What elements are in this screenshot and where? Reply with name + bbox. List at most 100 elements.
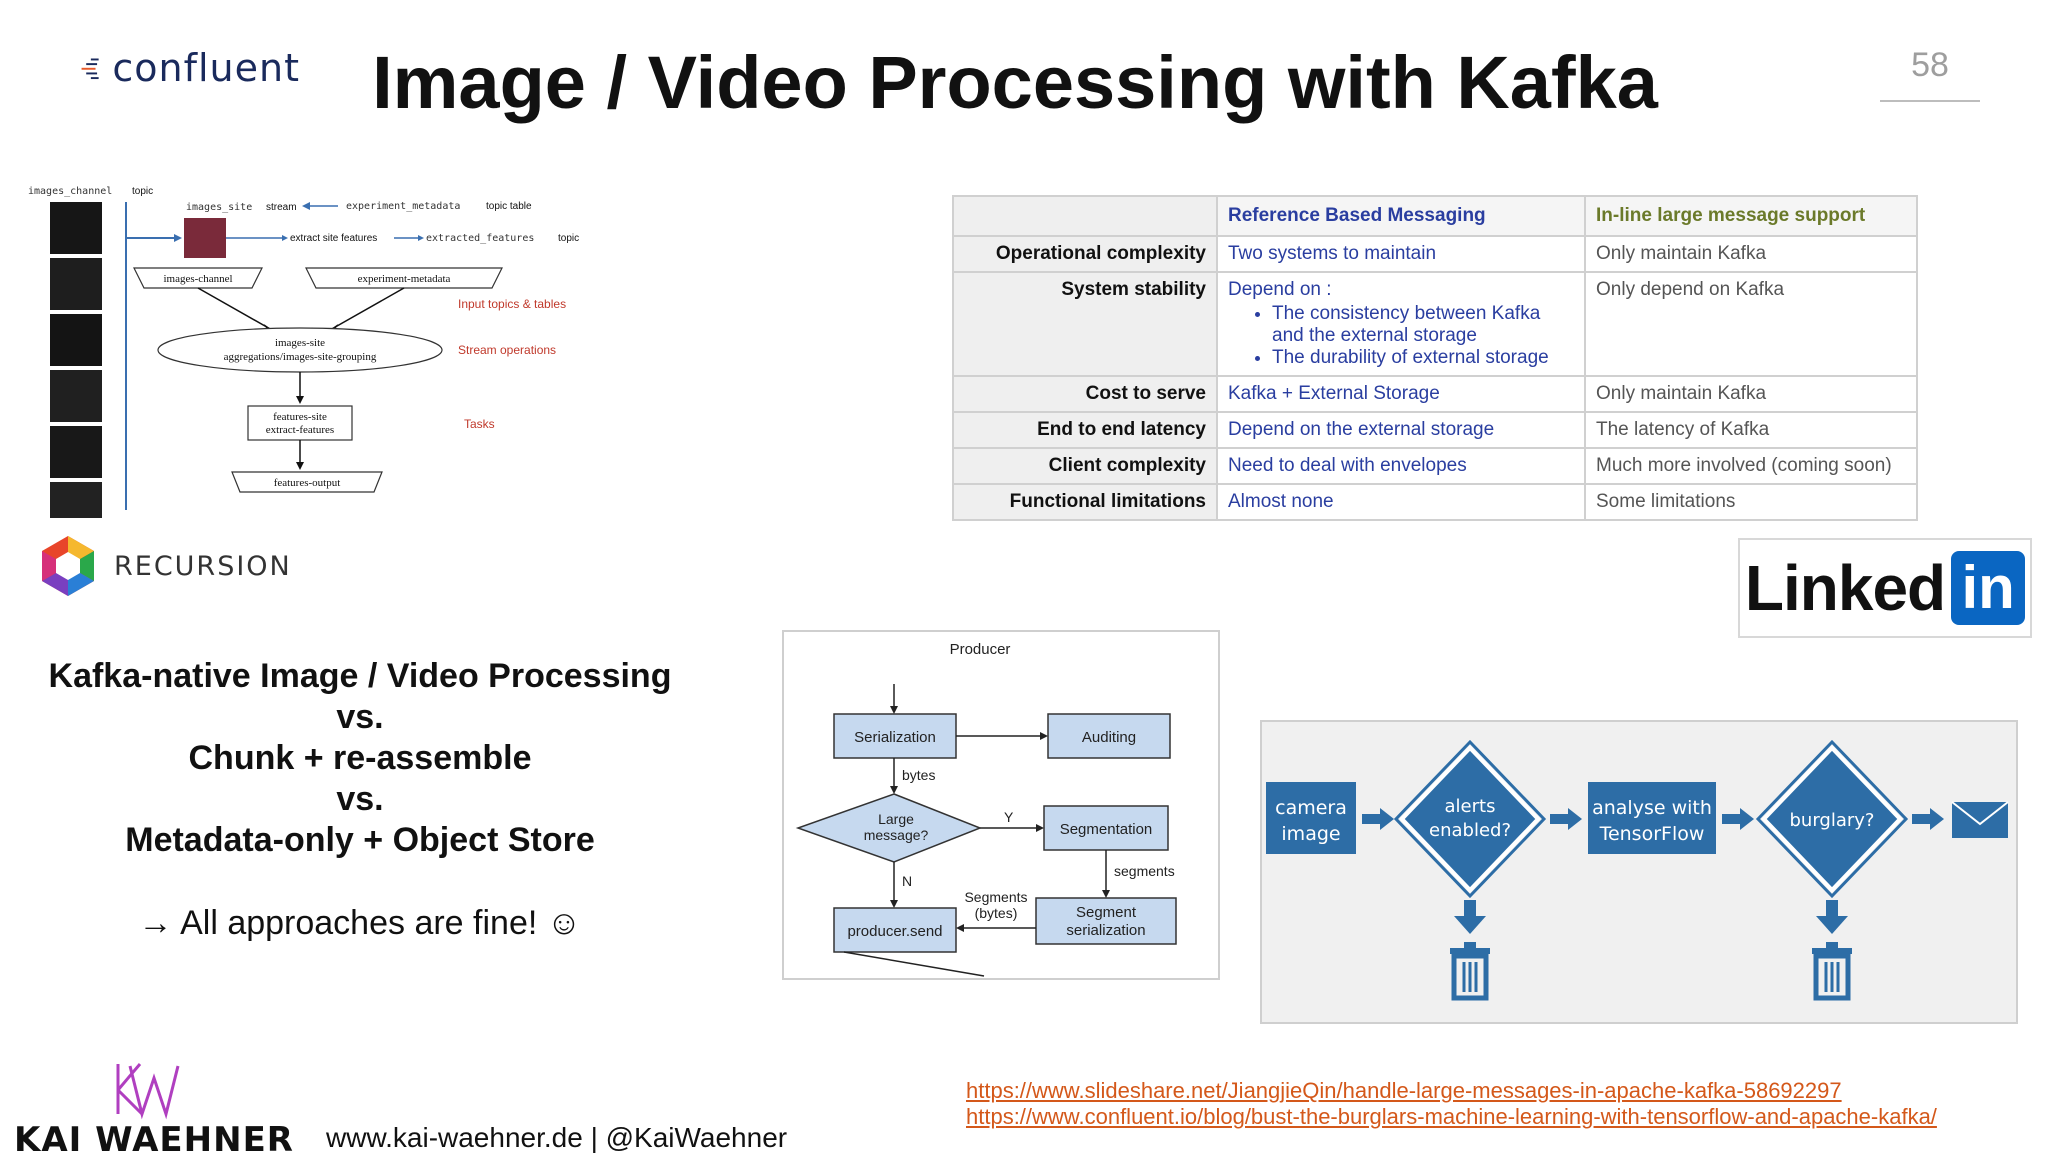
approach-chunk: Chunk + re-assemble [188, 739, 532, 777]
row-inline-value: Much more involved (coming soon) [1584, 447, 1918, 485]
auditing-box [1047, 713, 1171, 759]
reference-links: https://www.slideshare.net/JiangjieQin/h… [966, 1078, 2026, 1130]
camera-label-2: image [1281, 823, 1340, 845]
serialization-label: Serialization [854, 729, 936, 746]
table-row: Cost to serve Kafka + External Storage O… [952, 375, 1918, 413]
dag-images-site-node-label-1: images-site [275, 337, 325, 349]
trash-icon [1812, 942, 1852, 1001]
large-message-label-1: Large [878, 811, 914, 827]
segments-bytes-label-2: (bytes) [975, 905, 1018, 921]
dag-topic-label: topic [132, 186, 153, 197]
approach-metadata: Metadata-only + Object Store [125, 821, 595, 859]
table-row: System stability Depend on : The consist… [952, 271, 1918, 377]
producer-send-label: producer.send [847, 923, 942, 940]
kai-waehner-monogram-icon [116, 1063, 180, 1120]
row-label: Operational complexity [952, 235, 1218, 273]
slideshare-link[interactable]: https://www.slideshare.net/JiangjieQin/h… [966, 1078, 1842, 1103]
row-inline-value: Some limitations [1584, 483, 1918, 521]
author-name: KAI WAEHNER [14, 1120, 294, 1160]
dag-images-site-label: images_site [186, 202, 252, 213]
list-item: The durability of external storage [1272, 347, 1574, 369]
large-message-label-2: message? [864, 827, 929, 843]
dag-extracted-features-label: extracted_features [426, 233, 534, 244]
producer-flowchart: Producer Serialization Auditing bytes La… [782, 630, 1220, 980]
dag-images-channel-node [133, 267, 263, 289]
versus-1: vs. [336, 698, 384, 736]
dag-site-image [184, 218, 226, 258]
linkedin-in-icon: in [1951, 551, 2026, 625]
camera-image-box [1266, 782, 1356, 854]
row-reference-value: Two systems to maintain [1216, 235, 1586, 273]
producer-title: Producer [950, 641, 1011, 658]
row-reference-value: Depend on : The consistency between Kafk… [1216, 271, 1586, 377]
flow-arrow-icon [1912, 808, 1944, 830]
row-inline-value: Only depend on Kafka [1584, 271, 1918, 377]
dag-extract-features-label: extract site features [290, 233, 377, 244]
recursion-wordmark: RECURSION [114, 550, 292, 582]
dag-experiment-metadata-node [305, 267, 503, 289]
down-arrow-icon [1816, 900, 1848, 934]
dag-images-channel-label: images_channel [28, 186, 112, 197]
list-item: The consistency between Kafka and the ex… [1272, 303, 1574, 347]
segment-serialization-label-2: serialization [1066, 922, 1145, 939]
table-header-reference: Reference Based Messaging [1216, 195, 1586, 237]
versus-2: vs. [336, 780, 384, 818]
table-row: Client complexity Need to deal with enve… [952, 447, 1918, 485]
dag-stream-operations-note: Stream operations [458, 343, 556, 357]
table-row: Operational complexity Two systems to ma… [952, 235, 1918, 273]
auditing-label: Auditing [1082, 729, 1136, 746]
table-header-inline: In-line large message support [1584, 195, 1918, 237]
producer-send-box [833, 907, 957, 953]
table-row: End to end latency Depend on the externa… [952, 411, 1918, 449]
table-header-row: Reference Based Messaging In-line large … [952, 195, 1918, 237]
row-label: Client complexity [952, 447, 1218, 485]
dag-experiment-metadata-label: experiment_metadata [346, 201, 460, 212]
trash-icon [1450, 942, 1490, 1001]
slide-title: Image / Video Processing with Kafka [372, 41, 1658, 124]
dag-topic-table-label: topic table [486, 201, 532, 212]
alerts-label-1: alerts [1445, 796, 1496, 817]
camera-label-1: camera [1275, 797, 1347, 819]
row-label: Functional limitations [952, 483, 1218, 521]
linkedin-wordmark: Linked [1744, 552, 1946, 624]
confluent-blog-link[interactable]: https://www.confluent.io/blog/bust-the-b… [966, 1104, 1937, 1129]
flow-arrow-icon [1722, 808, 1754, 830]
alerts-enabled-decision [1399, 745, 1541, 893]
dag-features-site-node-label-1: features-site [273, 411, 327, 423]
segments-bytes-label-1: Segments [964, 889, 1027, 905]
page-number-underline [1880, 100, 1980, 102]
messaging-comparison-table: Reference Based Messaging In-line large … [952, 195, 1918, 521]
row-reference-value: Kafka + External Storage [1216, 375, 1586, 413]
dag-tasks-note: Tasks [464, 417, 495, 431]
flow-arrow-icon [1550, 808, 1582, 830]
segment-serialization-label-1: Segment [1076, 904, 1137, 921]
row-reference-value: Depend on the external storage [1216, 411, 1586, 449]
recursion-logo: RECURSION [36, 536, 336, 596]
dag-images-site-node-label-2: aggregations/images-site-grouping [224, 351, 377, 363]
dag-stream-label: stream [266, 202, 297, 213]
down-arrow-icon [1454, 900, 1486, 934]
page-number: 58 [1911, 46, 1949, 84]
row-inline-value: The latency of Kafka [1584, 411, 1918, 449]
serialization-box [833, 713, 957, 759]
segments-label: segments [1114, 863, 1175, 879]
bytes-label: bytes [902, 767, 935, 783]
segmentation-box [1043, 805, 1169, 851]
analyse-label-2: TensorFlow [1599, 823, 1705, 845]
burglar-detection-flow: camera image alerts enabled? analyse wit… [1260, 720, 2018, 1024]
burglary-label: burglary? [1790, 810, 1875, 831]
dag-experiment-metadata-node-label: experiment-metadata [358, 273, 451, 285]
table-header-empty [952, 195, 1218, 237]
dag-input-topics-note: Input topics & tables [458, 297, 566, 311]
dag-features-output-node-label: features-output [274, 477, 341, 489]
dag-topic-label-2: topic [558, 233, 579, 244]
no-label: N [902, 873, 912, 889]
table-row: Functional limitations Almost none Some … [952, 483, 1918, 521]
yes-label: Y [1004, 809, 1014, 825]
microscopy-image-strip [50, 202, 102, 518]
approaches-conclusion: → All approaches are fine! ☺ [138, 904, 582, 942]
row-inline-value: Only maintain Kafka [1584, 235, 1918, 273]
dag-features-output-node [231, 471, 383, 493]
analyse-label-1: analyse with [1592, 797, 1712, 819]
